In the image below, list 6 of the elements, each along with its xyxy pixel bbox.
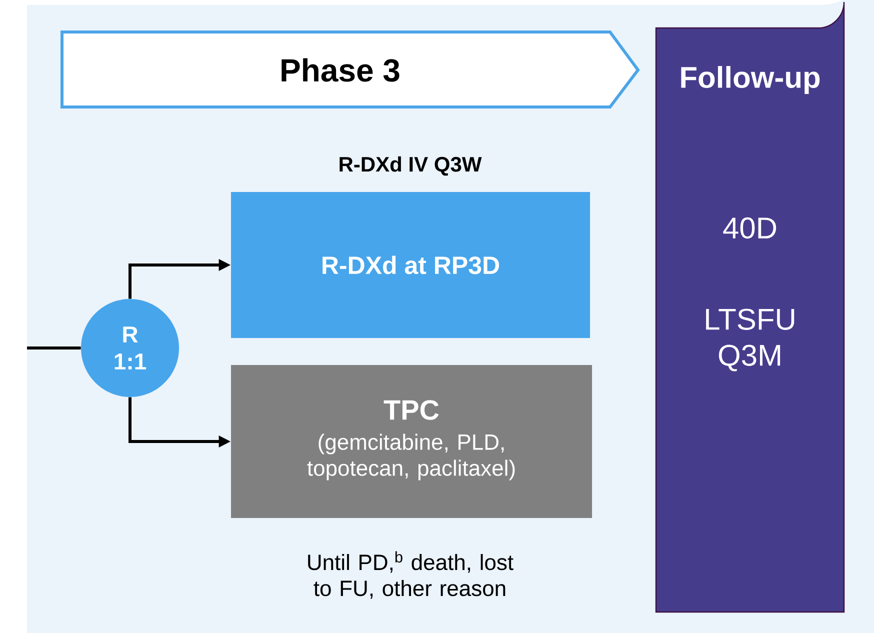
phase-banner: Phase 3: [60, 30, 640, 108]
treatment-box: TPC (gemcitabine, PLD, topotecan, paclitaxel): [231, 365, 592, 518]
node-label: R-DXd IV Q3W: [340, 156, 482, 176]
note-text: Until PD,$^{b}$ death, lost to FU, other reason: [308, 551, 514, 599]
treatment-box: R-DXd IV Q3W R-DXd at RP3D: [231, 156, 590, 338]
follow-up-column: Follow-up 40D LTSFU Q3M: [655, 1, 845, 613]
